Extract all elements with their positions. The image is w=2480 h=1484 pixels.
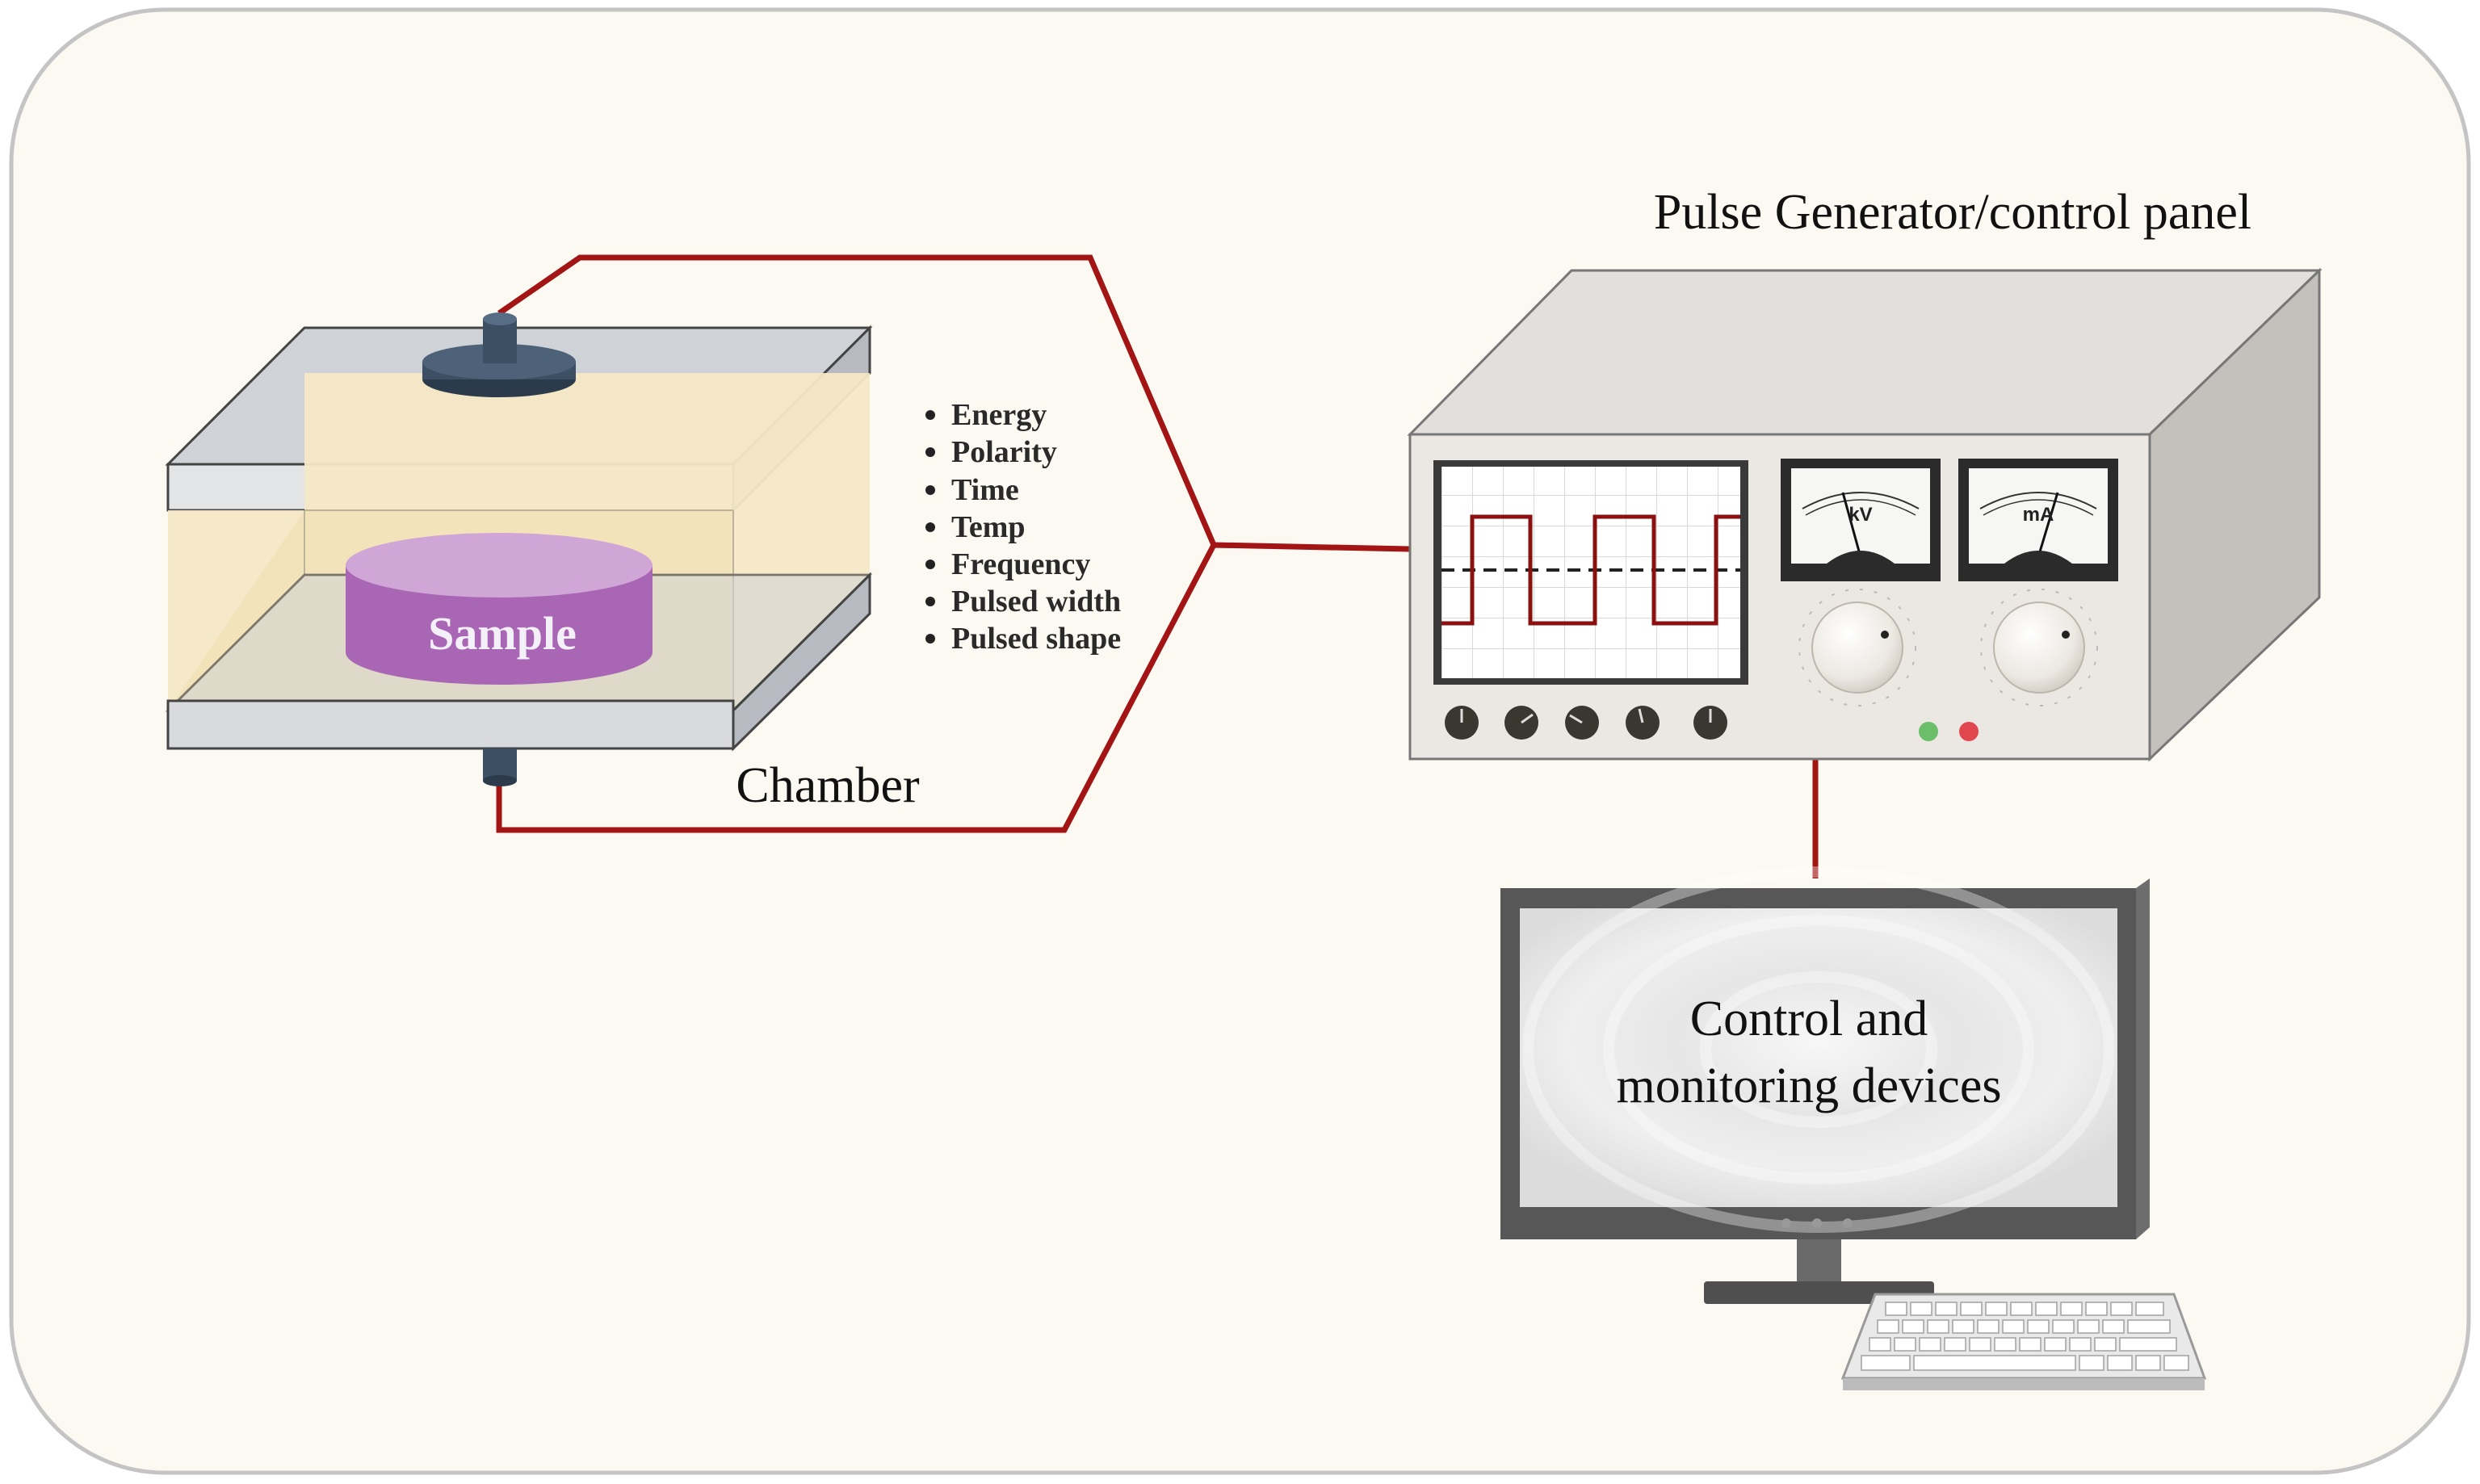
square-wave (1441, 514, 1740, 626)
parameter-item: Frequency (925, 547, 1090, 581)
monitor-button (1781, 1218, 1791, 1228)
green-indicator-light (1919, 722, 1938, 741)
svg-text:Pulsed shape: Pulsed shape (951, 622, 1121, 656)
parameter-item: Temp (925, 510, 1026, 544)
chamber: Sample Chamber (165, 312, 920, 813)
svg-text:Frequency: Frequency (951, 547, 1090, 581)
sample-label: Sample (428, 607, 577, 660)
parameter-item: Pulsed shape (925, 622, 1121, 656)
scope-knobs (1445, 706, 1727, 740)
pulse-generator-label: Pulse Generator/control panel (1654, 185, 2251, 240)
ma-meter-unit: mA (2023, 504, 2054, 526)
svg-text:Time: Time (951, 473, 1019, 507)
bottom-wire (496, 543, 1217, 833)
svg-text:Pulsed width: Pulsed width (951, 585, 1121, 618)
chamber-label: Chamber (736, 758, 920, 813)
oscilloscope-screen (1433, 460, 1748, 685)
keyboard (1840, 1293, 2207, 1390)
sample-cylinder: Sample (346, 533, 653, 685)
kv-dial (1798, 589, 1916, 706)
monitor-button (1812, 1218, 1822, 1228)
wires (496, 254, 1819, 878)
monitor-button (1843, 1218, 1853, 1228)
kv-meter: kV (1781, 459, 1941, 581)
svg-text:Temp: Temp (951, 510, 1026, 544)
red-indicator-light (1959, 722, 1979, 741)
parameter-item: Energy (925, 398, 1047, 432)
monitor-screen (1520, 908, 2117, 1207)
ma-dial (1980, 589, 2098, 706)
top-electrode (422, 312, 576, 397)
kv-meter-unit: kV (1848, 504, 1872, 526)
parameter-item: Time (925, 473, 1019, 507)
svg-text:Energy: Energy (951, 398, 1047, 432)
monitor-label-line2: monitoring devices (1617, 1059, 2002, 1113)
parameter-item: Pulsed width (925, 585, 1121, 618)
monitor-label-line1: Control and (1690, 991, 1928, 1046)
top-wire (497, 254, 1411, 552)
parameter-list: Energy Polarity Time Temp Frequency Puls… (925, 398, 1121, 656)
svg-text:Polarity: Polarity (951, 435, 1057, 469)
bottom-electrode (483, 748, 517, 786)
monitor: Control and monitoring devices (1500, 866, 2150, 1304)
parameter-item: Polarity (925, 435, 1057, 469)
ma-meter: mA (1958, 459, 2118, 581)
pulse-generator: Pulse Generator/control panel (1407, 185, 2323, 762)
